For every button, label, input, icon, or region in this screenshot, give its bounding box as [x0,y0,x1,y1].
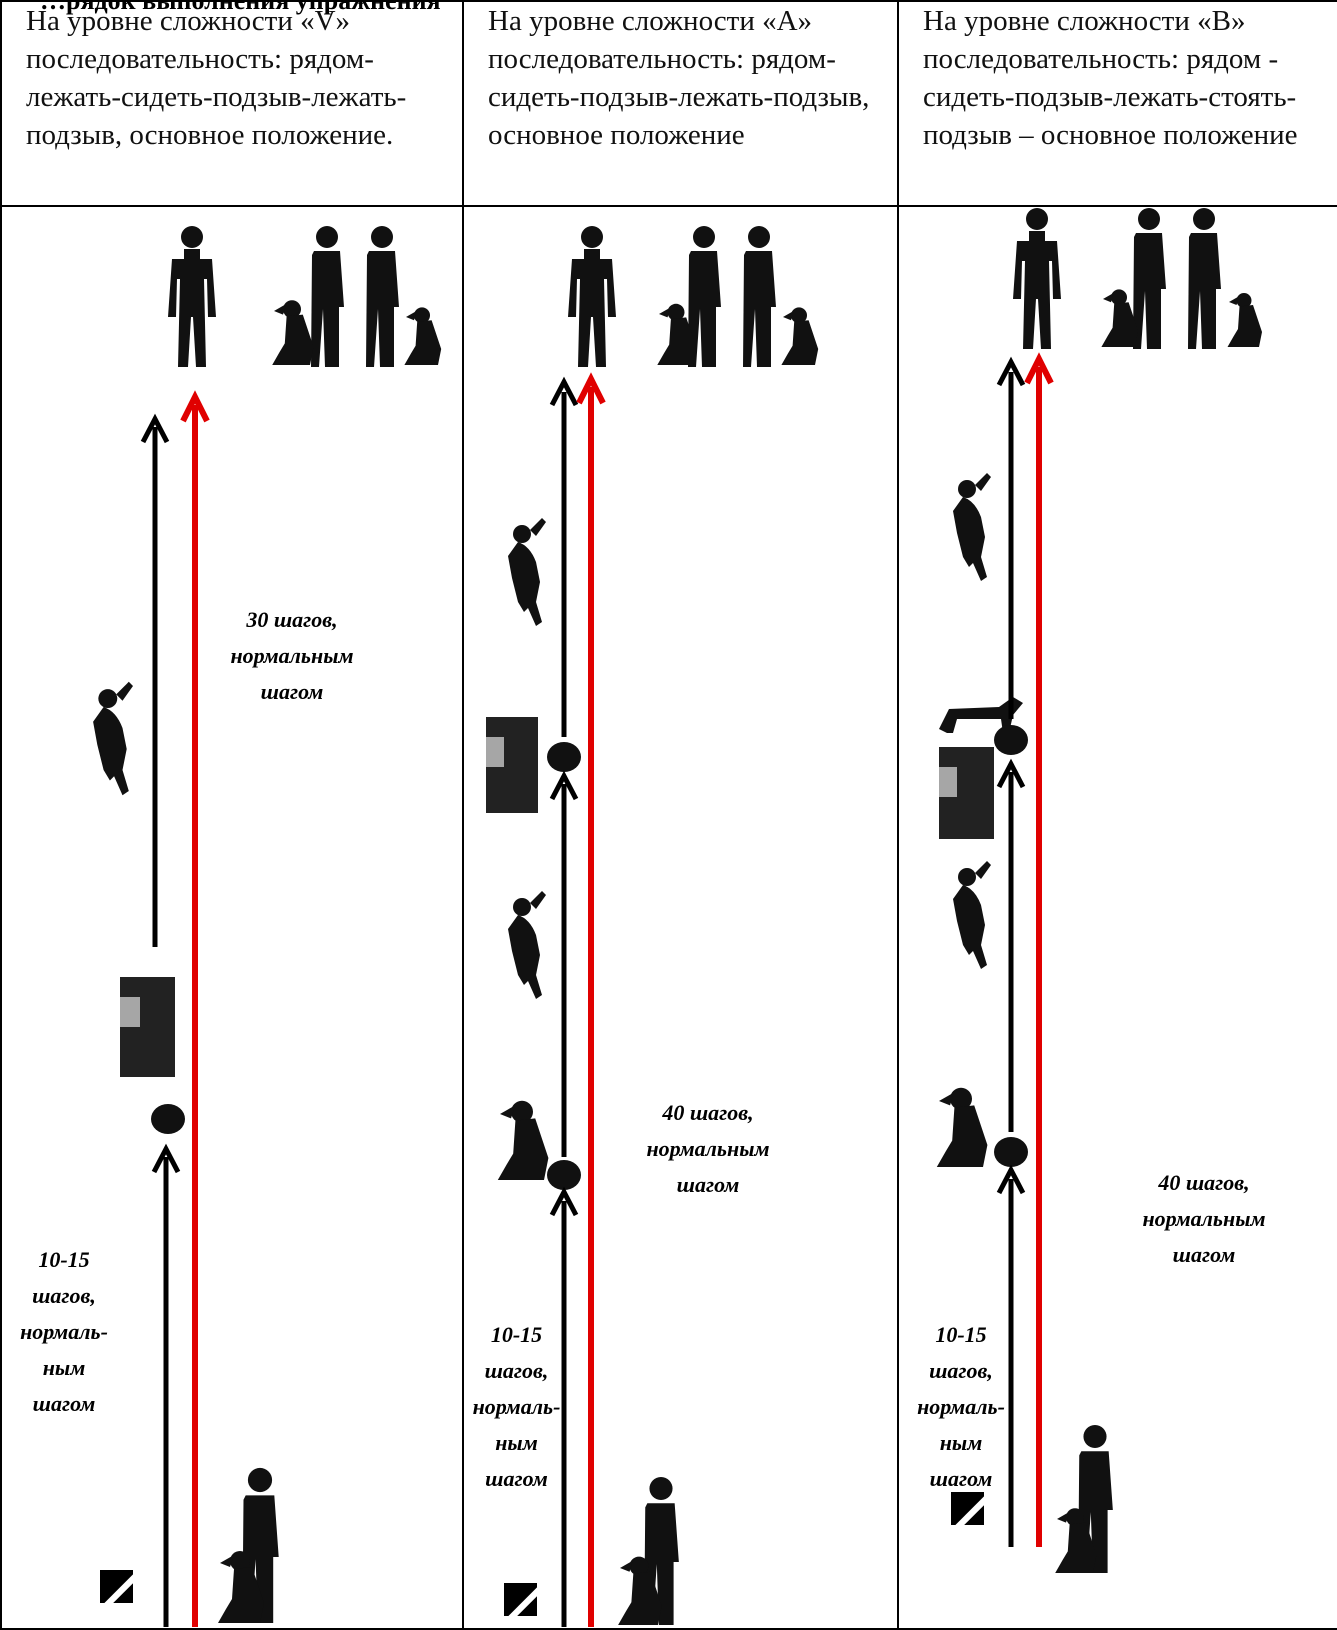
diagram-level-v [93,226,442,1627]
distance-note-main: 40 шагов, нормальным шагом [1142,1170,1266,1267]
distance-note-main: 40 шагов, нормальным шагом [646,1100,770,1197]
distance-note-start: 10-15 шагов, нормаль- ным шагом [472,1322,561,1491]
header-cell-level-b: На уровне сложности «B» последовательнос… [897,0,1337,207]
header-text-level-b: На уровне сложности «B» последовательнос… [923,5,1298,151]
diagram-cell-level-v: 30 шагов, нормальным шагом 10-15 шагов, … [0,205,464,1630]
diagram-level-b [936,208,1262,1573]
header-text-level-a: На уровне сложности «А» последовательнос… [488,5,870,151]
header-cell-level-a: На уровне сложности «А» последовательнос… [462,0,899,207]
diagram-level-a [486,226,819,1627]
distance-note-start: 10-15 шагов, нормаль- ным шагом [917,1322,1005,1491]
header-text-level-v: На уровне сложности «V» последовательнос… [26,5,407,151]
distance-note-main: 30 шагов, нормальным шагом [230,607,354,704]
diagram-cell-level-a: 40 шагов, нормальным шагом 10-15 шагов, … [462,205,899,1630]
distance-note-start: 10-15 шагов, нормаль- ным шагом [20,1247,108,1416]
header-cell-level-v: На уровне сложности «V» последовательнос… [0,0,464,207]
diagram-cell-level-b: 40 шагов, нормальным шагом 10-15 шагов, … [897,205,1337,1630]
